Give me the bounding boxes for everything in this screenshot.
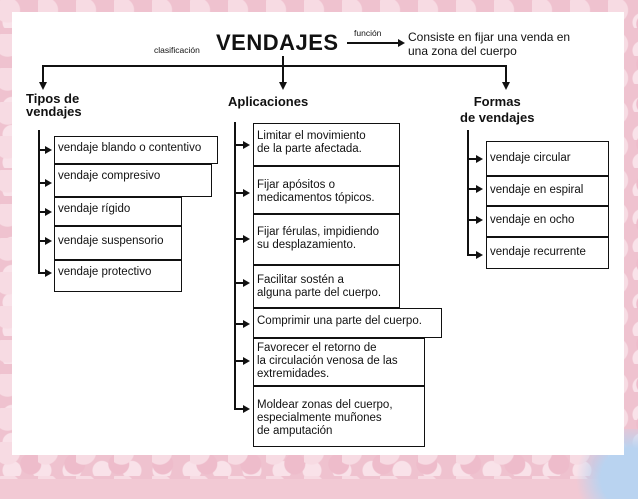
aplicaciones-arrow-head xyxy=(243,320,250,328)
forma-item-3: vendaje en ocho xyxy=(486,206,609,237)
tipos-arrow-head xyxy=(45,269,52,277)
tipo-item-1: vendaje blando o contentivo xyxy=(54,136,218,164)
aplicaciones-connector xyxy=(234,144,244,146)
diagram-panel: clasificación VENDAJES función Consiste … xyxy=(12,12,624,455)
tipos-arrow-head xyxy=(38,82,47,90)
aplicacion-item-4: Facilitar sostén a alguna parte del cuer… xyxy=(253,265,400,308)
aplicacion-item-5: Comprimir una parte del cuerpo. xyxy=(253,308,442,338)
formas-arrow-head xyxy=(476,216,483,224)
aplicaciones-arrow-head xyxy=(243,235,250,243)
aplicaciones-arrow-head xyxy=(243,279,250,287)
tipos-arrow-head xyxy=(45,208,52,216)
formas-connector xyxy=(467,219,477,221)
funcion-arrow-line xyxy=(347,42,399,44)
tipos-spine-line xyxy=(38,130,40,272)
formas-branch-line xyxy=(505,65,507,83)
funcion-label: función xyxy=(354,28,382,38)
tipos-arrow-head xyxy=(45,179,52,187)
clasificacion-label: clasificación xyxy=(154,45,200,55)
tipos-connector xyxy=(38,272,46,274)
aplicacion-item-6: Favorecer el retorno de la circulación v… xyxy=(253,338,425,386)
tipo-item-3: vendaje rígido xyxy=(54,197,182,226)
tipos-arrow-head xyxy=(45,237,52,245)
definicion-text: Consiste en fijar una venda en una zona … xyxy=(408,30,571,58)
tipos-arrow-head xyxy=(45,146,52,154)
tipo-item-4: vendaje suspensorio xyxy=(54,226,182,260)
tipos-connector xyxy=(38,149,46,151)
forma-item-4: vendaje recurrente xyxy=(486,237,609,269)
tipos-heading: Tipos de vendajes xyxy=(26,91,82,119)
aplicaciones-connector xyxy=(234,408,244,410)
tipos-connector xyxy=(38,240,46,242)
aplicaciones-branch-line xyxy=(282,65,284,83)
main-branch-line xyxy=(42,65,506,67)
aplicaciones-arrow-head xyxy=(278,82,287,90)
aplicaciones-connector xyxy=(234,323,244,325)
formas-arrow-head xyxy=(476,185,483,193)
aplicaciones-spine-line xyxy=(234,122,236,409)
aplicaciones-connector xyxy=(234,192,244,194)
tipo-item-2: vendaje compresivo xyxy=(54,164,212,197)
formas-arrow-head xyxy=(501,82,510,90)
forma-item-1: vendaje circular xyxy=(486,141,609,176)
formas-connector xyxy=(467,188,477,190)
aplicacion-item-3: Fijar férulas, impidiendo su desplazamie… xyxy=(253,214,400,265)
tipos-connector xyxy=(38,182,46,184)
formas-arrow-head xyxy=(476,155,483,163)
tipos-connector xyxy=(38,211,46,213)
aplicaciones-arrow-head xyxy=(243,141,250,149)
aplicaciones-arrow-head xyxy=(243,189,250,197)
funcion-arrow-head xyxy=(398,39,405,47)
aplicacion-item-1: Limitar el movimiento de la parte afecta… xyxy=(253,123,400,166)
formas-connector xyxy=(467,158,477,160)
title-stem-line xyxy=(282,56,284,66)
formas-arrow-head xyxy=(476,251,483,259)
tipo-item-5: vendaje protectivo xyxy=(54,260,182,292)
formas-heading: Formas de vendajes xyxy=(460,94,535,125)
forma-item-2: vendaje en espiral xyxy=(486,176,609,206)
aplicaciones-connector xyxy=(234,360,244,362)
aplicaciones-connector xyxy=(234,238,244,240)
aplicaciones-heading: Aplicaciones xyxy=(228,94,309,109)
aplicacion-item-7: Moldear zonas del cuerpo, especialmente … xyxy=(253,386,425,447)
aplicacion-item-2: Fijar apósitos o medicamentos tópicos. xyxy=(253,166,400,214)
aplicaciones-arrow-head xyxy=(243,357,250,365)
formas-spine-line xyxy=(467,130,469,255)
aplicaciones-connector xyxy=(234,282,244,284)
aplicaciones-arrow-head xyxy=(243,405,250,413)
tipos-branch-line xyxy=(42,65,44,83)
diagram-title: VENDAJES xyxy=(216,30,339,55)
formas-connector xyxy=(467,254,477,256)
